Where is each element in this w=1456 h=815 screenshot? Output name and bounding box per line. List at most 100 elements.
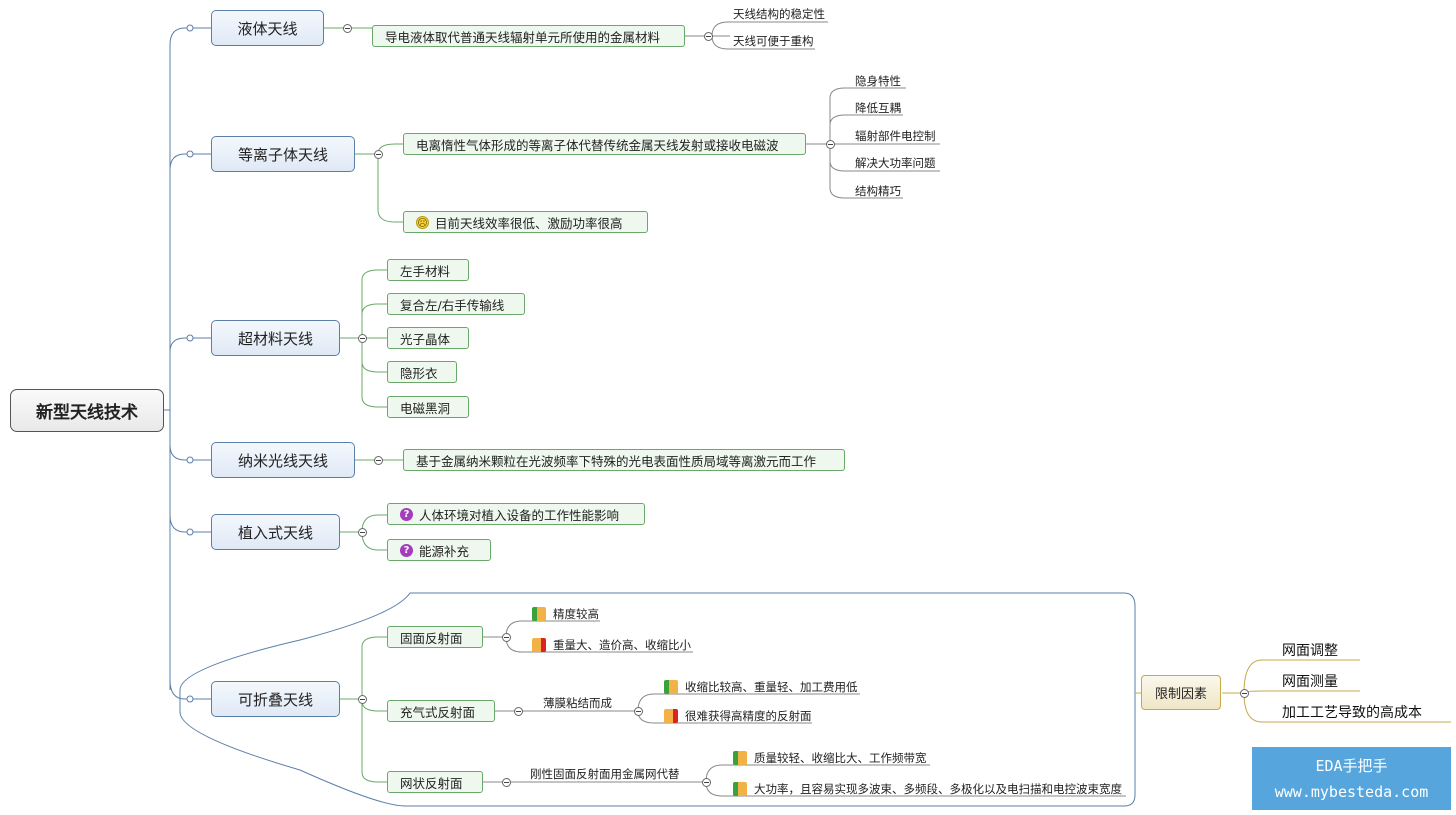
collapse-toggle-nano[interactable] bbox=[374, 456, 383, 465]
nano-description[interactable]: 基于金属纳米颗粒在光波频率下特殊的光电表面性质局域等离激元而工作 bbox=[403, 449, 845, 471]
meta-item-text: 隐形衣 bbox=[400, 365, 438, 381]
thumb-up-icon bbox=[733, 750, 747, 765]
branch-implantable-antenna[interactable]: 植入式天线 bbox=[211, 514, 340, 550]
plasma-feature-text: 隐身特性 bbox=[855, 74, 901, 88]
liquid-point[interactable]: 天线结构的稳定性 bbox=[733, 7, 825, 21]
branch-label: 可折叠天线 bbox=[237, 690, 313, 709]
collapse-toggle-plasma[interactable] bbox=[374, 150, 383, 159]
branch-nano-optical-antenna[interactable]: 纳米光线天线 bbox=[211, 442, 355, 478]
meta-item[interactable]: 左手材料 bbox=[387, 259, 469, 281]
inflatable-con[interactable]: 很难获得高精度的反射面 bbox=[664, 708, 812, 723]
mesh-pro-text: 质量较轻、收缩比大、工作频带宽 bbox=[754, 750, 927, 765]
liquid-point-text: 天线可便于重构 bbox=[733, 34, 814, 48]
plasma-feature-text: 辐射部件电控制 bbox=[855, 129, 936, 143]
question-icon: ? bbox=[400, 543, 413, 557]
implant-question[interactable]: ?能源补充 bbox=[387, 539, 491, 561]
plasma-feature-text: 解决大功率问题 bbox=[855, 156, 936, 170]
thumb-down-icon bbox=[664, 708, 678, 723]
plasma-feature-text: 结构精巧 bbox=[855, 184, 901, 198]
limit-item[interactable]: 网面调整 bbox=[1282, 641, 1338, 659]
collapse-toggle-implant[interactable] bbox=[358, 528, 367, 537]
liquid-description[interactable]: 导电液体取代普通天线辐射单元所使用的金属材料 bbox=[372, 25, 685, 47]
inflatable-pro-text: 收缩比较高、重量轻、加工费用低 bbox=[685, 679, 858, 694]
plasma-description-text: 电离惰性气体形成的等离子体代替传统金属天线发射或接收电磁波 bbox=[416, 137, 779, 153]
implant-question[interactable]: ? 人体环境对植入设备的工作性能影响 bbox=[387, 503, 645, 525]
watermark: EDA手把手 www.mybesteda.com bbox=[1252, 747, 1451, 810]
thumb-down-icon bbox=[532, 637, 546, 652]
meta-item[interactable]: 隐形衣 bbox=[387, 361, 457, 383]
liquid-description-text: 导电液体取代普通天线辐射单元所使用的金属材料 bbox=[385, 29, 661, 45]
solid-pro-text: 精度较高 bbox=[553, 606, 599, 621]
branch-metamaterial-antenna[interactable]: 超材料天线 bbox=[211, 320, 340, 356]
watermark-url: www.mybesteda.com bbox=[1274, 783, 1429, 801]
collapse-toggle-plasma-desc[interactable] bbox=[826, 140, 835, 149]
branch-liquid-antenna[interactable]: 液体天线 bbox=[211, 10, 324, 46]
meta-item-text: 光子晶体 bbox=[400, 331, 451, 347]
liquid-point-text: 天线结构的稳定性 bbox=[733, 7, 825, 21]
collapse-toggle-foldable[interactable] bbox=[358, 695, 367, 704]
plasma-feature[interactable]: 辐射部件电控制 bbox=[855, 129, 936, 143]
root-label: 新型天线技术 bbox=[36, 403, 138, 423]
inflatable-method-text: 薄膜粘结而成 bbox=[543, 695, 612, 710]
thumb-up-icon bbox=[664, 679, 678, 694]
meta-item[interactable]: 光子晶体 bbox=[387, 327, 469, 349]
solid-con-text: 重量大、造价高、收缩比小 bbox=[553, 637, 691, 652]
branch-label: 等离子体天线 bbox=[237, 145, 328, 164]
thumb-up-icon bbox=[733, 781, 747, 796]
plasma-feature[interactable]: 隐身特性 bbox=[855, 74, 901, 88]
mesh-reflector-text: 网状反射面 bbox=[400, 775, 463, 791]
collapse-toggle-solid[interactable] bbox=[502, 633, 511, 642]
inflatable-method[interactable]: 薄膜粘结而成 bbox=[543, 695, 612, 710]
branch-label: 超材料天线 bbox=[237, 329, 313, 348]
mesh-reflector[interactable]: 网状反射面 bbox=[387, 771, 483, 793]
implant-question-text: 人体环境对植入设备的工作性能影响 bbox=[419, 507, 620, 523]
sad-face-icon: ☹ bbox=[416, 215, 429, 229]
question-icon: ? bbox=[400, 507, 413, 521]
plasma-feature[interactable]: 降低互耦 bbox=[855, 101, 901, 115]
plasma-issue[interactable]: ☹ 目前天线效率很低、激励功率很高 bbox=[403, 211, 648, 233]
collapse-toggle-meta[interactable] bbox=[358, 334, 367, 343]
branch-label: 纳米光线天线 bbox=[237, 451, 328, 470]
inflatable-reflector[interactable]: 充气式反射面 bbox=[387, 700, 495, 722]
limit-item-text: 加工工艺导致的高成本 bbox=[1282, 705, 1422, 721]
root-node[interactable]: 新型天线技术 bbox=[10, 389, 164, 432]
liquid-point[interactable]: 天线可便于重构 bbox=[733, 34, 814, 48]
inflatable-pro[interactable]: 收缩比较高、重量轻、加工费用低 bbox=[664, 679, 858, 694]
collapse-toggle-liquid-desc[interactable] bbox=[704, 32, 713, 41]
collapse-toggle-liquid[interactable] bbox=[343, 24, 352, 33]
solid-pro[interactable]: 精度较高 bbox=[532, 606, 599, 621]
collapse-toggle-inflatable-method[interactable] bbox=[634, 707, 643, 716]
mesh-method[interactable]: 刚性固面反射面用金属网代替 bbox=[530, 766, 680, 781]
thumb-up-icon bbox=[532, 606, 546, 621]
branch-foldable-antenna[interactable]: 可折叠天线 bbox=[211, 681, 340, 717]
solid-reflector[interactable]: 固面反射面 bbox=[387, 626, 483, 648]
plasma-issue-text: 目前天线效率很低、激励功率很高 bbox=[435, 215, 623, 231]
meta-item[interactable]: 电磁黑洞 bbox=[387, 396, 469, 418]
collapse-toggle-inflatable[interactable] bbox=[514, 707, 523, 716]
limiting-factors[interactable]: 限制因素 bbox=[1141, 675, 1221, 710]
collapse-toggle-limit[interactable] bbox=[1240, 689, 1249, 698]
collapse-toggle-mesh-method[interactable] bbox=[702, 778, 711, 787]
mesh-method-text: 刚性固面反射面用金属网代替 bbox=[530, 766, 680, 781]
inflatable-con-text: 很难获得高精度的反射面 bbox=[685, 708, 812, 723]
meta-item[interactable]: 复合左/右手传输线 bbox=[387, 293, 525, 315]
limit-item[interactable]: 加工工艺导致的高成本 bbox=[1282, 703, 1422, 721]
plasma-description[interactable]: 电离惰性气体形成的等离子体代替传统金属天线发射或接收电磁波 bbox=[403, 133, 806, 155]
limit-item-text: 网面测量 bbox=[1282, 674, 1338, 690]
limiting-factors-text: 限制因素 bbox=[1154, 687, 1207, 702]
collapse-toggle-mesh[interactable] bbox=[502, 778, 511, 787]
meta-item-text: 左手材料 bbox=[400, 263, 451, 279]
limit-item[interactable]: 网面测量 bbox=[1282, 672, 1338, 690]
mesh-pro[interactable]: 大功率，且容易实现多波束、多频段、多极化以及电扫描和电控波束宽度 bbox=[733, 781, 1122, 796]
mesh-pro[interactable]: 质量较轻、收缩比大、工作频带宽 bbox=[733, 750, 927, 765]
mesh-pro-text: 大功率，且容易实现多波束、多频段、多极化以及电扫描和电控波束宽度 bbox=[754, 781, 1122, 796]
solid-con[interactable]: 重量大、造价高、收缩比小 bbox=[532, 637, 691, 652]
plasma-feature[interactable]: 解决大功率问题 bbox=[855, 156, 936, 170]
meta-item-text: 复合左/右手传输线 bbox=[400, 297, 505, 313]
plasma-feature-text: 降低互耦 bbox=[855, 101, 901, 115]
limit-item-text: 网面调整 bbox=[1282, 643, 1338, 659]
plasma-feature[interactable]: 结构精巧 bbox=[855, 184, 901, 198]
solid-reflector-text: 固面反射面 bbox=[400, 630, 463, 646]
inflatable-reflector-text: 充气式反射面 bbox=[400, 704, 476, 720]
branch-plasma-antenna[interactable]: 等离子体天线 bbox=[211, 136, 355, 172]
